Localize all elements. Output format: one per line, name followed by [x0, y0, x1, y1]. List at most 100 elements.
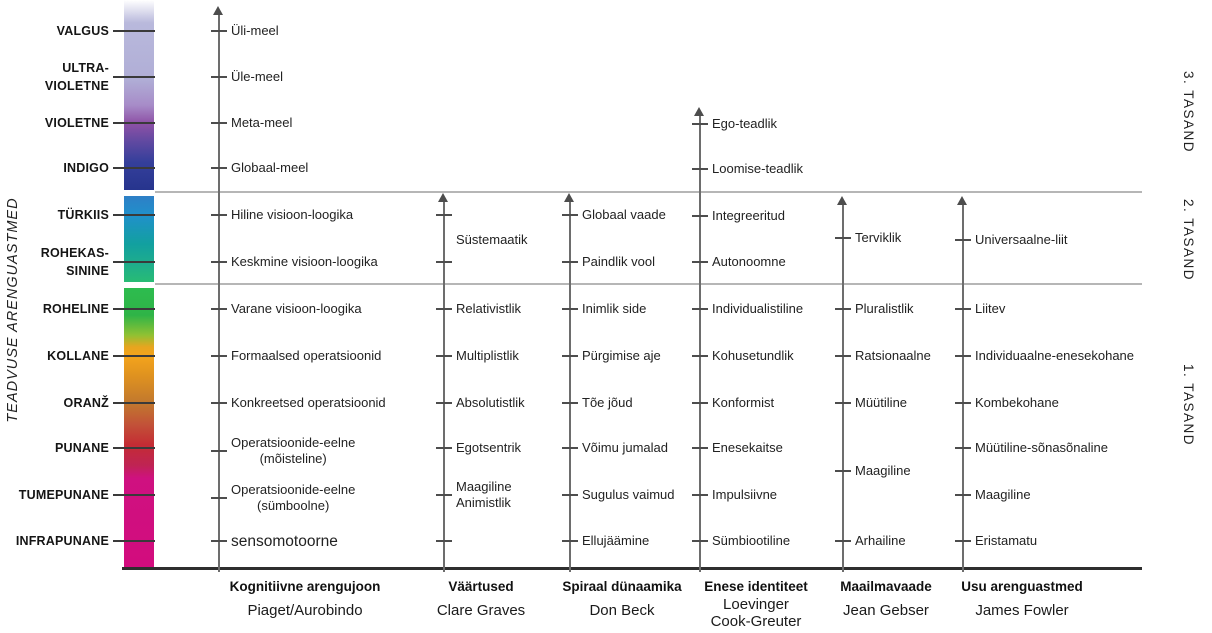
column-stage-label-line: Individualistiline: [712, 301, 804, 316]
spectrum-tick: [113, 447, 155, 449]
column-tick: [692, 355, 708, 357]
column-stage-label-line: Ego-teadlik: [712, 116, 778, 131]
spectrum-label: TUMEPUNANE: [0, 486, 109, 504]
column-stage-label: Müütiline: [855, 395, 907, 411]
spectrum-label: PUNANE: [0, 439, 109, 457]
column-tick: [692, 402, 708, 404]
column-stage-label-line: Varane visioon-loogika: [231, 301, 362, 316]
column-tick: [955, 494, 971, 496]
column-line-enese-identiteet: [699, 114, 701, 572]
column-tick: [835, 540, 851, 542]
column-stage-label: Varane visioon-loogika: [231, 301, 362, 317]
column-stage-label-line: Hiline visioon-loogika: [231, 207, 354, 222]
column-stage-label: Kombekohane: [975, 395, 1059, 411]
spectrum-label-line: ULTRA-: [62, 61, 109, 75]
column-tick: [692, 447, 708, 449]
column-line-vaartused: [443, 200, 445, 572]
column-stage-label-line: Liitev: [975, 301, 1006, 316]
column-stage-label-line: Ellujäämine: [582, 533, 650, 548]
column-tick: [562, 402, 578, 404]
column-tick: [211, 355, 227, 357]
column-tick: [211, 308, 227, 310]
column-stage-label-line: Formaalsed operatsioonid: [231, 348, 382, 363]
column-tick: [692, 215, 708, 217]
column-stage-label-line: Universaalne-liit: [975, 232, 1068, 247]
tier-label: 1. TASAND: [1181, 363, 1196, 447]
column-tick: [692, 168, 708, 170]
column-stage-label: Arhailine: [855, 533, 906, 549]
column-stage-label-line: Üle-meel: [231, 69, 284, 84]
column-stage-label-line: Multiplistlik: [456, 348, 519, 363]
column-stage-label-line: Globaal-meel: [231, 160, 309, 175]
spectrum-label-line: VALGUS: [56, 24, 109, 38]
column-line-maailmavaade: [842, 203, 844, 572]
column-stage-label: Formaalsed operatsioonid: [231, 348, 381, 364]
column-stage-label-line: Impulsiivne: [712, 487, 778, 502]
footer-title-kognitiivne-arengujoon: Kognitiivne arengujoon: [229, 579, 381, 594]
footer-author-line: Clare Graves: [436, 602, 526, 619]
column-stage-label-line: Keskmine visioon-loogika: [231, 254, 378, 269]
column-tick: [562, 308, 578, 310]
spectrum-label-line: TUMEPUNANE: [18, 488, 109, 502]
footer-author-maailmavaade: Jean Gebser: [756, 602, 1016, 619]
column-tick: [562, 355, 578, 357]
column-tick: [955, 402, 971, 404]
column-stage-label: Konkreetsed operatsioonid: [231, 395, 386, 411]
footer-author-usu-arenguastmed: James Fowler: [892, 602, 1152, 619]
footer-author-line: Jean Gebser: [843, 602, 929, 619]
column-stage-label: Liitev: [975, 301, 1005, 317]
spectrum-bar-gap: [124, 282, 154, 288]
column-stage-label-line: Maagiline: [855, 463, 911, 478]
column-stage-label-line: Enesekaitse: [712, 440, 783, 455]
column-tick: [955, 239, 971, 241]
spectrum-tick: [113, 214, 155, 216]
column-line-spiraal-dunaamika: [569, 200, 571, 572]
spectrum-label: KOLLANE: [0, 347, 109, 365]
column-stage-label-line: Võimu jumalad: [582, 440, 668, 455]
column-stage-label-line: Sugulus vaimud: [582, 487, 675, 502]
footer-author-spiraal-dunaamika: Don Beck: [492, 602, 752, 619]
column-stage-label: Maagiline: [855, 463, 911, 479]
footer-title-vaartused: Väärtused: [448, 579, 514, 594]
column-stage-label-line: Sümbiootiline: [712, 533, 791, 548]
column-tick: [211, 167, 227, 169]
column-stage-label: Süstemaatik: [456, 232, 528, 248]
column-stage-label-line: Arhailine: [855, 533, 906, 548]
column-tick: [562, 494, 578, 496]
spectrum-label-line: ROHELINE: [42, 302, 109, 316]
column-stage-label-line: Absolutistlik: [456, 395, 525, 410]
column-stage-label: Kohusetundlik: [712, 348, 794, 364]
column-stage-label: Globaal-meel: [231, 160, 308, 176]
column-stage-label: Ego-teadlik: [712, 116, 777, 132]
tier-separator-line: [155, 283, 1142, 285]
spectrum-tick: [113, 355, 155, 357]
footer-author-line: James Fowler: [975, 602, 1069, 619]
column-stage-label-line: Müütiline: [855, 395, 908, 410]
column-arrowhead-maailmavaade: [837, 196, 847, 205]
spectrum-label: ORANŽ: [0, 394, 109, 412]
column-stage-label: Tõe jõud: [582, 395, 633, 411]
column-tick: [436, 447, 452, 449]
column-tick: [211, 540, 227, 542]
tier-label: 2. TASAND: [1181, 198, 1196, 282]
column-stage-label: Ratsionaalne: [855, 348, 931, 364]
column-arrowhead-kognitiivne-arengujoon: [213, 6, 223, 15]
column-stage-label-line: Ratsionaalne: [855, 348, 931, 363]
spectrum-label: VIOLETNE: [0, 114, 109, 132]
column-arrowhead-usu-arenguastmed: [957, 196, 967, 205]
column-tick: [835, 470, 851, 472]
column-tick: [692, 540, 708, 542]
footer-author-kognitiivne-arengujoon: Piaget/Aurobindo: [175, 602, 435, 619]
column-stage-label-line: Meta-meel: [231, 115, 293, 130]
column-stage-label: Hiline visioon-loogika: [231, 207, 353, 223]
spectrum-label-line: INDIGO: [63, 161, 109, 175]
column-stage-label: Individualistiline: [712, 301, 803, 317]
column-tick: [211, 76, 227, 78]
column-stage-label: Pluralistlik: [855, 301, 914, 317]
bottom-axis: [122, 567, 1142, 570]
column-tick: [436, 308, 452, 310]
column-tick: [692, 308, 708, 310]
column-stage-label-line: Paindlik vool: [582, 254, 655, 269]
spectrum-label-line: ROHEKAS-: [40, 246, 109, 260]
